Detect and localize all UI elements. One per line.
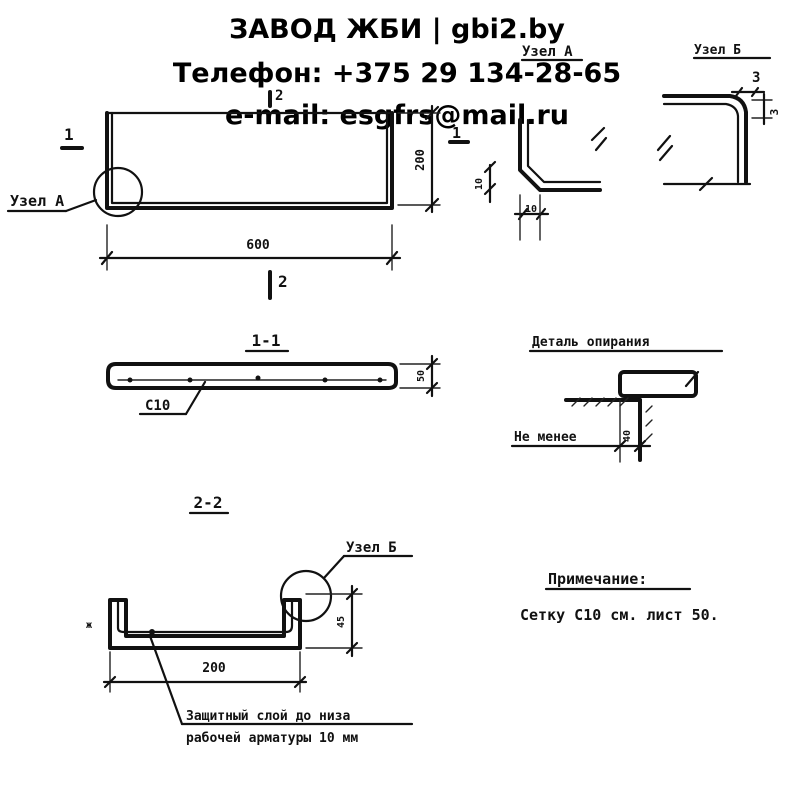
node-a-leader [64, 198, 98, 213]
node-b-base-tick [698, 176, 714, 192]
support-slab-end [618, 370, 698, 398]
node-a-title: Узел А [522, 44, 573, 60]
header-phone: Телефон: +375 29 134-28-65 [173, 58, 621, 89]
support-hatch [571, 397, 581, 407]
note-title: Примечание: [548, 570, 647, 588]
plan-section-mark-top: 2 [275, 88, 283, 104]
support-hatch [595, 397, 605, 407]
section-2-dim-height: 45 [336, 616, 347, 628]
section-1-rebar-dot [255, 375, 261, 381]
node-b-callout-circle [279, 569, 333, 623]
node-b-leader [322, 554, 346, 580]
section-2-dim-width: 200 [202, 661, 226, 676]
section-1-rebar-dot [322, 377, 328, 383]
node-b-dim-top-tick2 [750, 86, 760, 98]
node-b-rebar-inner [662, 102, 740, 184]
section-2-slab-outline [108, 598, 302, 650]
section-1-rebar-dot [127, 377, 133, 383]
support-label-min: Не менее [514, 430, 577, 445]
plan-section-mark-bottom: 2 [278, 272, 288, 291]
support-hatch [645, 433, 653, 441]
support-title: Деталь опирания [532, 335, 650, 350]
section-1-title: 1-1 [252, 331, 281, 350]
support-hatch [607, 397, 617, 407]
header-company: ЗАВОД ЖБИ | gbi2.by [229, 14, 565, 45]
plan-dim-width: 200 [413, 149, 427, 171]
section-1-rebar-label: С10 [145, 398, 170, 414]
section-1-rebar-dot [377, 377, 383, 383]
node-a-dim-horizontal: 10 [525, 204, 537, 215]
dim-width-tick-top [424, 105, 440, 121]
node-a-rebar-inner [526, 118, 602, 184]
plan-dim-length: 600 [246, 238, 270, 253]
section-2-dim-w-tick2 [293, 675, 307, 689]
support-dim-tick1 [613, 439, 627, 453]
section-1-dim-tick1 [425, 357, 439, 371]
node-a-callout-circle [92, 166, 144, 218]
node-b-rebar-outer [662, 94, 748, 184]
node-a-rebar-outer [518, 118, 602, 192]
node-a-detail: Узел А 1 10 10 [448, 44, 608, 241]
section-2-edge-mark: ж [86, 620, 92, 631]
section-1-rebar-leader [184, 380, 207, 416]
section-1-1: 1-1 С10 50 [106, 331, 441, 416]
node-b-dim-side: 3 [768, 109, 781, 116]
company-header: ЗАВОД ЖБИ | gbi2.by Телефон: +375 29 134… [173, 14, 621, 131]
section-2-note-line2: рабочей арматуры 10 мм [186, 731, 358, 746]
support-dim: 40 [622, 430, 633, 442]
support-dim-tick2 [633, 439, 647, 453]
support-hatch [645, 405, 653, 413]
plan-node-label: Узел А [10, 192, 64, 210]
dim-width-tick-bottom [424, 197, 440, 213]
section-2-dim-w-tick1 [103, 675, 117, 689]
support-break-mark [684, 370, 700, 388]
node-b-title: Узел Б [694, 43, 741, 58]
section-2-2: 2-2 ж Узел Б 45 200 Защитный слой до низ… [86, 493, 414, 746]
section-1-dim-height: 50 [416, 370, 427, 382]
node-a-break-mark-2 [594, 136, 608, 152]
node-a-break-mark [590, 126, 606, 142]
section-2-dim-h-tick1 [345, 587, 359, 601]
section-1-dim-tick2 [425, 381, 439, 395]
node-b-break-mark-2 [658, 144, 674, 162]
dim-length-tick-left [100, 250, 114, 266]
plan-view: Узел А 1 2 2 600 200 [6, 88, 441, 300]
node-b-break-mark [656, 134, 672, 152]
node-a-dim-vertical: 10 [474, 178, 485, 190]
node-a-dim-v-tick1 [483, 160, 497, 174]
section-2-dim-h-tick2 [345, 641, 359, 655]
section-1-rebar-dot [187, 377, 193, 383]
general-note: Примечание: Сетку С10 см. лист 50. [520, 570, 719, 624]
header-email: e-mail: esgfrs@mail.ru [225, 100, 569, 131]
section-2-node-label: Узел Б [346, 540, 397, 556]
plan-section-mark-left: 1 [64, 125, 74, 144]
plan-outline [105, 111, 394, 210]
node-b-dim-top-tick1 [734, 86, 744, 98]
note-text: Сетку С10 см. лист 50. [520, 606, 719, 624]
node-b-detail: Узел Б 3 3 [656, 43, 781, 192]
node-a-section-mark: 1 [452, 124, 461, 142]
section-2-rebar-dot [149, 629, 155, 635]
section-1-slab-outline [106, 362, 398, 390]
section-2-title: 2-2 [194, 493, 223, 512]
support-detail: Деталь опирания Не менее 40 [510, 335, 724, 463]
plan-inner-line [110, 111, 389, 205]
section-2-note-line1: Защитный слой до низа [186, 709, 351, 724]
dim-length-tick-right [385, 250, 399, 266]
node-a-dim-v-tick2 [483, 182, 497, 196]
support-hatch [645, 419, 653, 427]
section-2-note-leader [148, 634, 184, 726]
support-hatch [583, 397, 593, 407]
node-a-dim-h-tick2 [535, 207, 547, 221]
node-b-dim-top: 3 [752, 70, 760, 86]
section-2-rebar [116, 600, 294, 634]
support-hatch [619, 397, 629, 407]
